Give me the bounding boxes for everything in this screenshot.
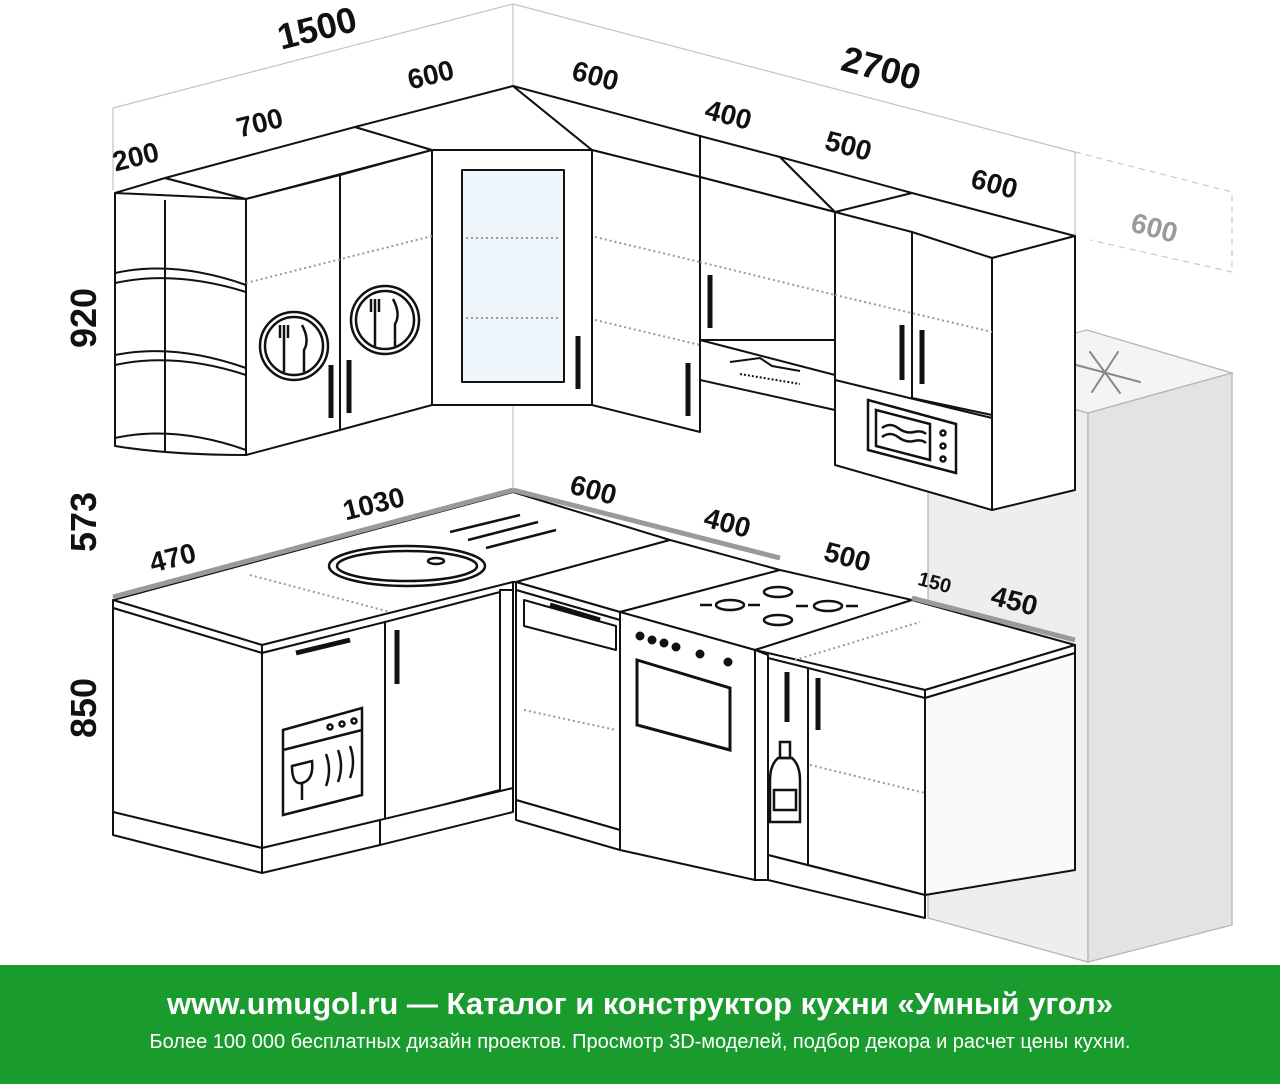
dim-base-left-1: 470 [146,537,199,578]
dim-upper-left-total: 1500 [273,0,361,57]
plate-cutlery-icon [258,310,330,382]
upper-cabinets [114,85,1076,511]
footer-subline: Более 100 000 бесплатных дизайн проектов… [149,1031,1131,1053]
sink-icon [327,513,557,588]
dim-base-right-2: 500 [821,536,874,578]
worktop-rails [112,487,1076,643]
microwave-icon [866,398,958,475]
dim-fridge-top: 600 [1128,207,1181,249]
dim-upper-left-cabinet: 700 [233,102,286,143]
dishwasher-icon [281,706,364,817]
dim-upper-right-total: 2700 [837,38,925,98]
footer-headline[interactable]: www.umugol.ru — Каталог и конструктор ку… [166,986,1114,1021]
oven-icon [635,631,733,752]
base-cabinets [112,491,1076,919]
base-shelf-dots [249,574,926,794]
base-handles [295,602,821,730]
dim-upper-corner-left: 600 [404,54,457,95]
upper-handles [328,275,925,418]
plate-cutlery-icon [349,284,421,356]
dim-upper-right-3: 600 [968,163,1021,205]
footer-banner: www.umugol.ru — Каталог и конструктор ку… [0,965,1280,1084]
dim-upper-right-1: 400 [702,94,755,136]
upper-shelf-dots [245,235,993,346]
dim-upper-left-shelf: 200 [109,136,162,177]
fridge-dashed [1074,151,1233,273]
kitchen-diagram: 1500 2700 200 700 600 600 400 500 600 60… [63,0,1235,963]
dim-height-upper: 920 [63,288,104,348]
cooktop-icon [700,585,858,627]
range-hood-icon [729,356,801,385]
dim-height-gap: 573 [63,492,104,552]
dim-height-base: 850 [63,678,104,738]
dim-upper-right-2: 500 [822,125,875,167]
bottle-icon [768,740,802,824]
dim-upper-corner-right: 600 [569,55,622,97]
